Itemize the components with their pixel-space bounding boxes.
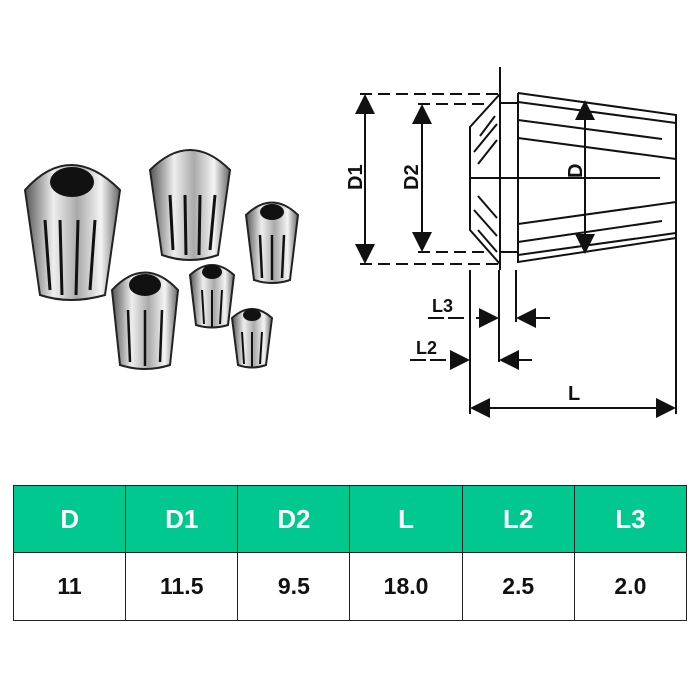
label-D: D [565, 164, 587, 178]
collet-small [188, 264, 236, 329]
header-L3: L3 [573, 485, 688, 553]
collet-medium-left [110, 271, 180, 370]
collet-smallest [230, 308, 274, 369]
label-D1: D1 [345, 164, 367, 190]
collets-photo [23, 149, 300, 370]
label-L: L [568, 383, 580, 405]
label-L3: L3 [432, 296, 453, 316]
collet-tall [148, 149, 232, 261]
value-D1: 11.5 [125, 552, 239, 621]
collet-technical-drawing: D1 D2 D L3 L2 L [345, 67, 677, 418]
value-L: 18.0 [349, 552, 463, 621]
label-L2: L2 [416, 338, 437, 358]
collet-medium-right [244, 201, 300, 284]
label-D2: D2 [401, 164, 423, 190]
header-D2: D2 [237, 485, 351, 553]
value-D2: 9.5 [237, 552, 351, 621]
collet-large [23, 164, 122, 301]
table-header-row: D D1 D2 L L2 L3 [12, 485, 688, 553]
header-D: D [12, 485, 127, 553]
header-L: L [349, 485, 463, 553]
table-row: 11 11.5 9.5 18.0 2.5 2.0 [12, 552, 688, 621]
header-D1: D1 [125, 485, 239, 553]
spec-table: D D1 D2 L L2 L3 11 11.5 9.5 18.0 2.5 2.0 [12, 485, 688, 621]
value-D: 11 [12, 552, 127, 621]
header-L2: L2 [461, 485, 575, 553]
value-L3: 2.0 [573, 552, 688, 621]
value-L2: 2.5 [461, 552, 575, 621]
